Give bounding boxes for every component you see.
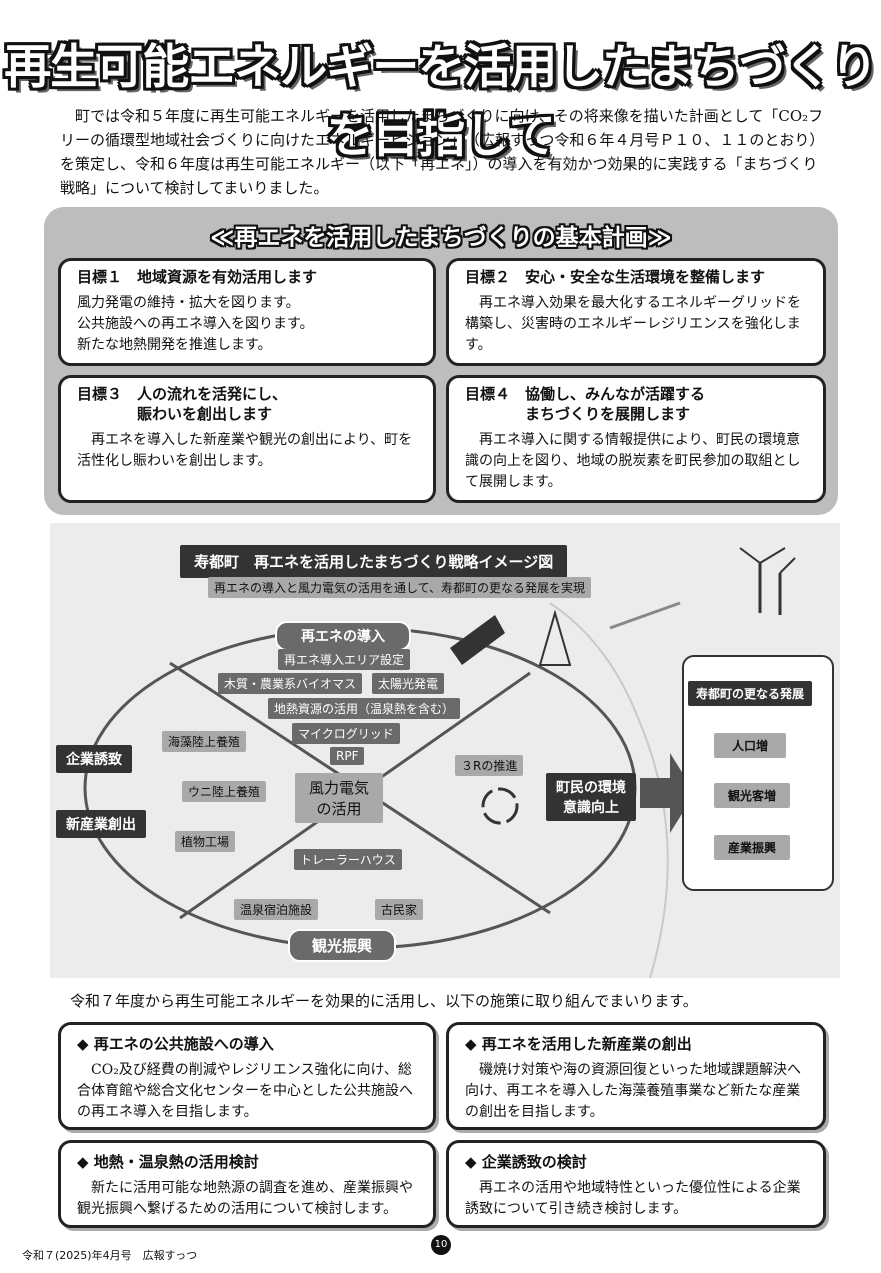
tourism-label: 観光振興: [288, 929, 397, 962]
goal-3: 目標３ 人の流れを活発にし、 賑わいを創出します 再エネを導入した新産業や観光の…: [58, 375, 436, 503]
strategy-diagram: 寿都町 再エネを活用したまちづくり戦略イメージ図 再エネの導入と風力電気の活用を…: [50, 523, 840, 978]
bottom-item: 温泉宿泊施設: [234, 899, 319, 920]
recycle-label: ３Rの推進: [455, 755, 524, 776]
diagram-subtitle: 再エネの導入と風力電気の活用を通して、寿都町の更なる発展を実現: [208, 577, 592, 598]
goal-heading: 目標４ 協働し、みんなが活躍する まちづくりを展開します: [465, 385, 706, 423]
goal-4: 目標４ 協働し、みんなが活躍する まちづくりを展開します 再エネ導入に関する情報…: [446, 375, 826, 503]
goal-body: 再エネ導入に関する情報提供により、町民の環境意識の向上を図り、地域の脱炭素を町民…: [465, 432, 801, 490]
diagram-item: RPF: [330, 747, 365, 765]
measure-heading: ◆ 再エネの公共施設への導入: [77, 1035, 274, 1053]
solar-panel-icon: [450, 615, 505, 665]
plan-title: ≪再エネを活用したまちづくりの基本計画≫: [210, 225, 672, 251]
measure-body: 再エネの活用や地域特性といった優位性による企業誘致について引き続き検討します。: [465, 1180, 801, 1217]
goal-body: 風力発電の維持・拡大を図ります。 公共施設への再エネ導入を図ります。 新たな地熱…: [77, 295, 314, 353]
measure-body: CO₂及び経費の削減やレジリエンス強化に向け、総合体育館や総合文化センターを中心…: [77, 1062, 413, 1120]
wind-turbine-icon: [739, 547, 796, 615]
measure-2: ◆ 再エネを活用した新産業の創出 磯焼け対策や海の資源回復といった地域課題解決へ…: [446, 1022, 826, 1130]
goal-heading: 目標３ 人の流れを活発にし、 賑わいを創出します: [77, 385, 288, 423]
map-outline: [549, 602, 669, 978]
goal-1: 目標１ 地域資源を有効活用します 風力発電の維持・拡大を図ります。 公共施設への…: [58, 258, 436, 366]
goal-heading: 目標１ 地域資源を有効活用します: [77, 268, 318, 286]
measure-heading: ◆ 企業誘致の検討: [465, 1153, 587, 1171]
bottom-item: 古民家: [375, 899, 424, 920]
bottom-item: トレーラーハウス: [294, 849, 402, 870]
diagram-item: 木質・農業系バイオマス: [218, 673, 363, 694]
goal-body: 再エネを導入した新産業や観光の創出により、町を活性化し賑わいを創出します。: [77, 432, 413, 469]
left-label: 企業誘致: [56, 745, 132, 773]
result-box: 寿都町の更なる発展 人口増 観光客増 産業振興: [682, 655, 834, 891]
center-label: 風力電気 の活用: [295, 773, 384, 823]
diagram-item: 再エネ導入エリア設定: [278, 649, 411, 670]
left-item: 植物工場: [175, 831, 236, 852]
measure-3: ◆ 地熱・温泉熱の活用検討 新たに活用可能な地熱源の調査を進め、産業振興や観光振…: [58, 1140, 436, 1228]
footer: 令和７(2025)年4月号 広報すっつ: [22, 1249, 198, 1262]
left-item: ウニ陸上養殖: [182, 781, 267, 802]
arrow-right-icon: [640, 753, 695, 833]
result-item: 人口増: [714, 733, 787, 758]
diagram-item: マイクログリッド: [292, 723, 400, 744]
goal-heading: 目標２ 安心・安全な生活環境を整備します: [465, 268, 766, 286]
result-title: 寿都町の更なる発展: [688, 681, 813, 706]
measure-heading: ◆ 地熱・温泉熱の活用検討: [77, 1153, 259, 1171]
awareness-label: 町民の環境 意識向上: [546, 773, 636, 821]
goal-2: 目標２ 安心・安全な生活環境を整備します 再エネ導入効果を最大化するエネルギーグ…: [446, 258, 826, 366]
result-item: 観光客増: [714, 783, 791, 808]
measure-4: ◆ 企業誘致の検討 再エネの活用や地域特性といった優位性による企業誘致について引…: [446, 1140, 826, 1228]
intro-label: 再エネの導入: [275, 621, 411, 651]
recycle-icon: [481, 787, 519, 825]
arrow-icon: [609, 601, 681, 630]
lead-text: 令和７年度から再生可能エネルギーを効果的に活用し、以下の施策に取り組んでまいりま…: [70, 992, 698, 1010]
intro-paragraph: 町では令和５年度に再生可能エネルギーを活用したまちづくりに向け、その将来像を描い…: [60, 107, 825, 197]
result-item: 産業振興: [714, 835, 791, 860]
page-number: 10: [431, 1235, 451, 1255]
left-item: 海藻陸上養殖: [162, 731, 247, 752]
measure-heading: ◆ 再エネを活用した新産業の創出: [465, 1035, 692, 1053]
diagram-item: 太陽光発電: [372, 673, 445, 694]
measure-body: 磯焼け対策や海の資源回復といった地域課題解決へ向け、再エネを導入した海藻養殖事業…: [465, 1062, 801, 1120]
diagram-title: 寿都町 再エネを活用したまちづくり戦略イメージ図: [180, 545, 568, 578]
power-tower-icon: [538, 609, 572, 666]
measure-1: ◆ 再エネの公共施設への導入 CO₂及び経費の削減やレジリエンス強化に向け、総合…: [58, 1022, 436, 1130]
diagram-item: 地熱資源の活用（温泉熱を含む）: [268, 698, 461, 719]
page-title: 再生可能エネルギーを活用したまちづくりを目指して: [4, 40, 878, 164]
left-label: 新産業創出: [56, 810, 146, 838]
goal-body: 再エネ導入効果を最大化するエネルギーグリッドを構築し、災害時のエネルギーレジリエ…: [465, 295, 801, 353]
measure-body: 新たに活用可能な地熱源の調査を進め、産業振興や観光振興へ繋げるための活用について…: [77, 1180, 413, 1217]
